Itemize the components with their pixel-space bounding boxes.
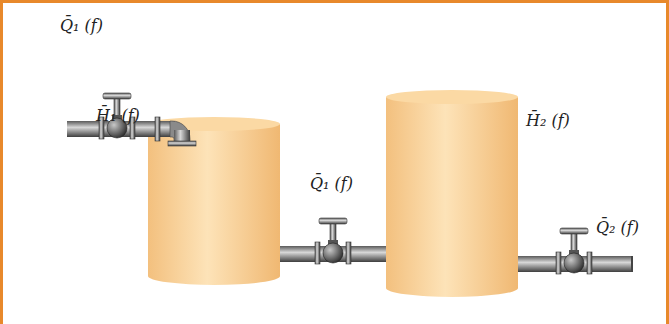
level-label: H̄₂ (f)	[526, 111, 570, 130]
flow-label: Q̄₂ (f)	[596, 218, 639, 237]
level-label: H̄₁ (f)	[96, 106, 140, 125]
flow-label: Q̄₁ (f)	[310, 174, 353, 193]
flow-label: Q̄₁ (f)	[60, 16, 103, 35]
